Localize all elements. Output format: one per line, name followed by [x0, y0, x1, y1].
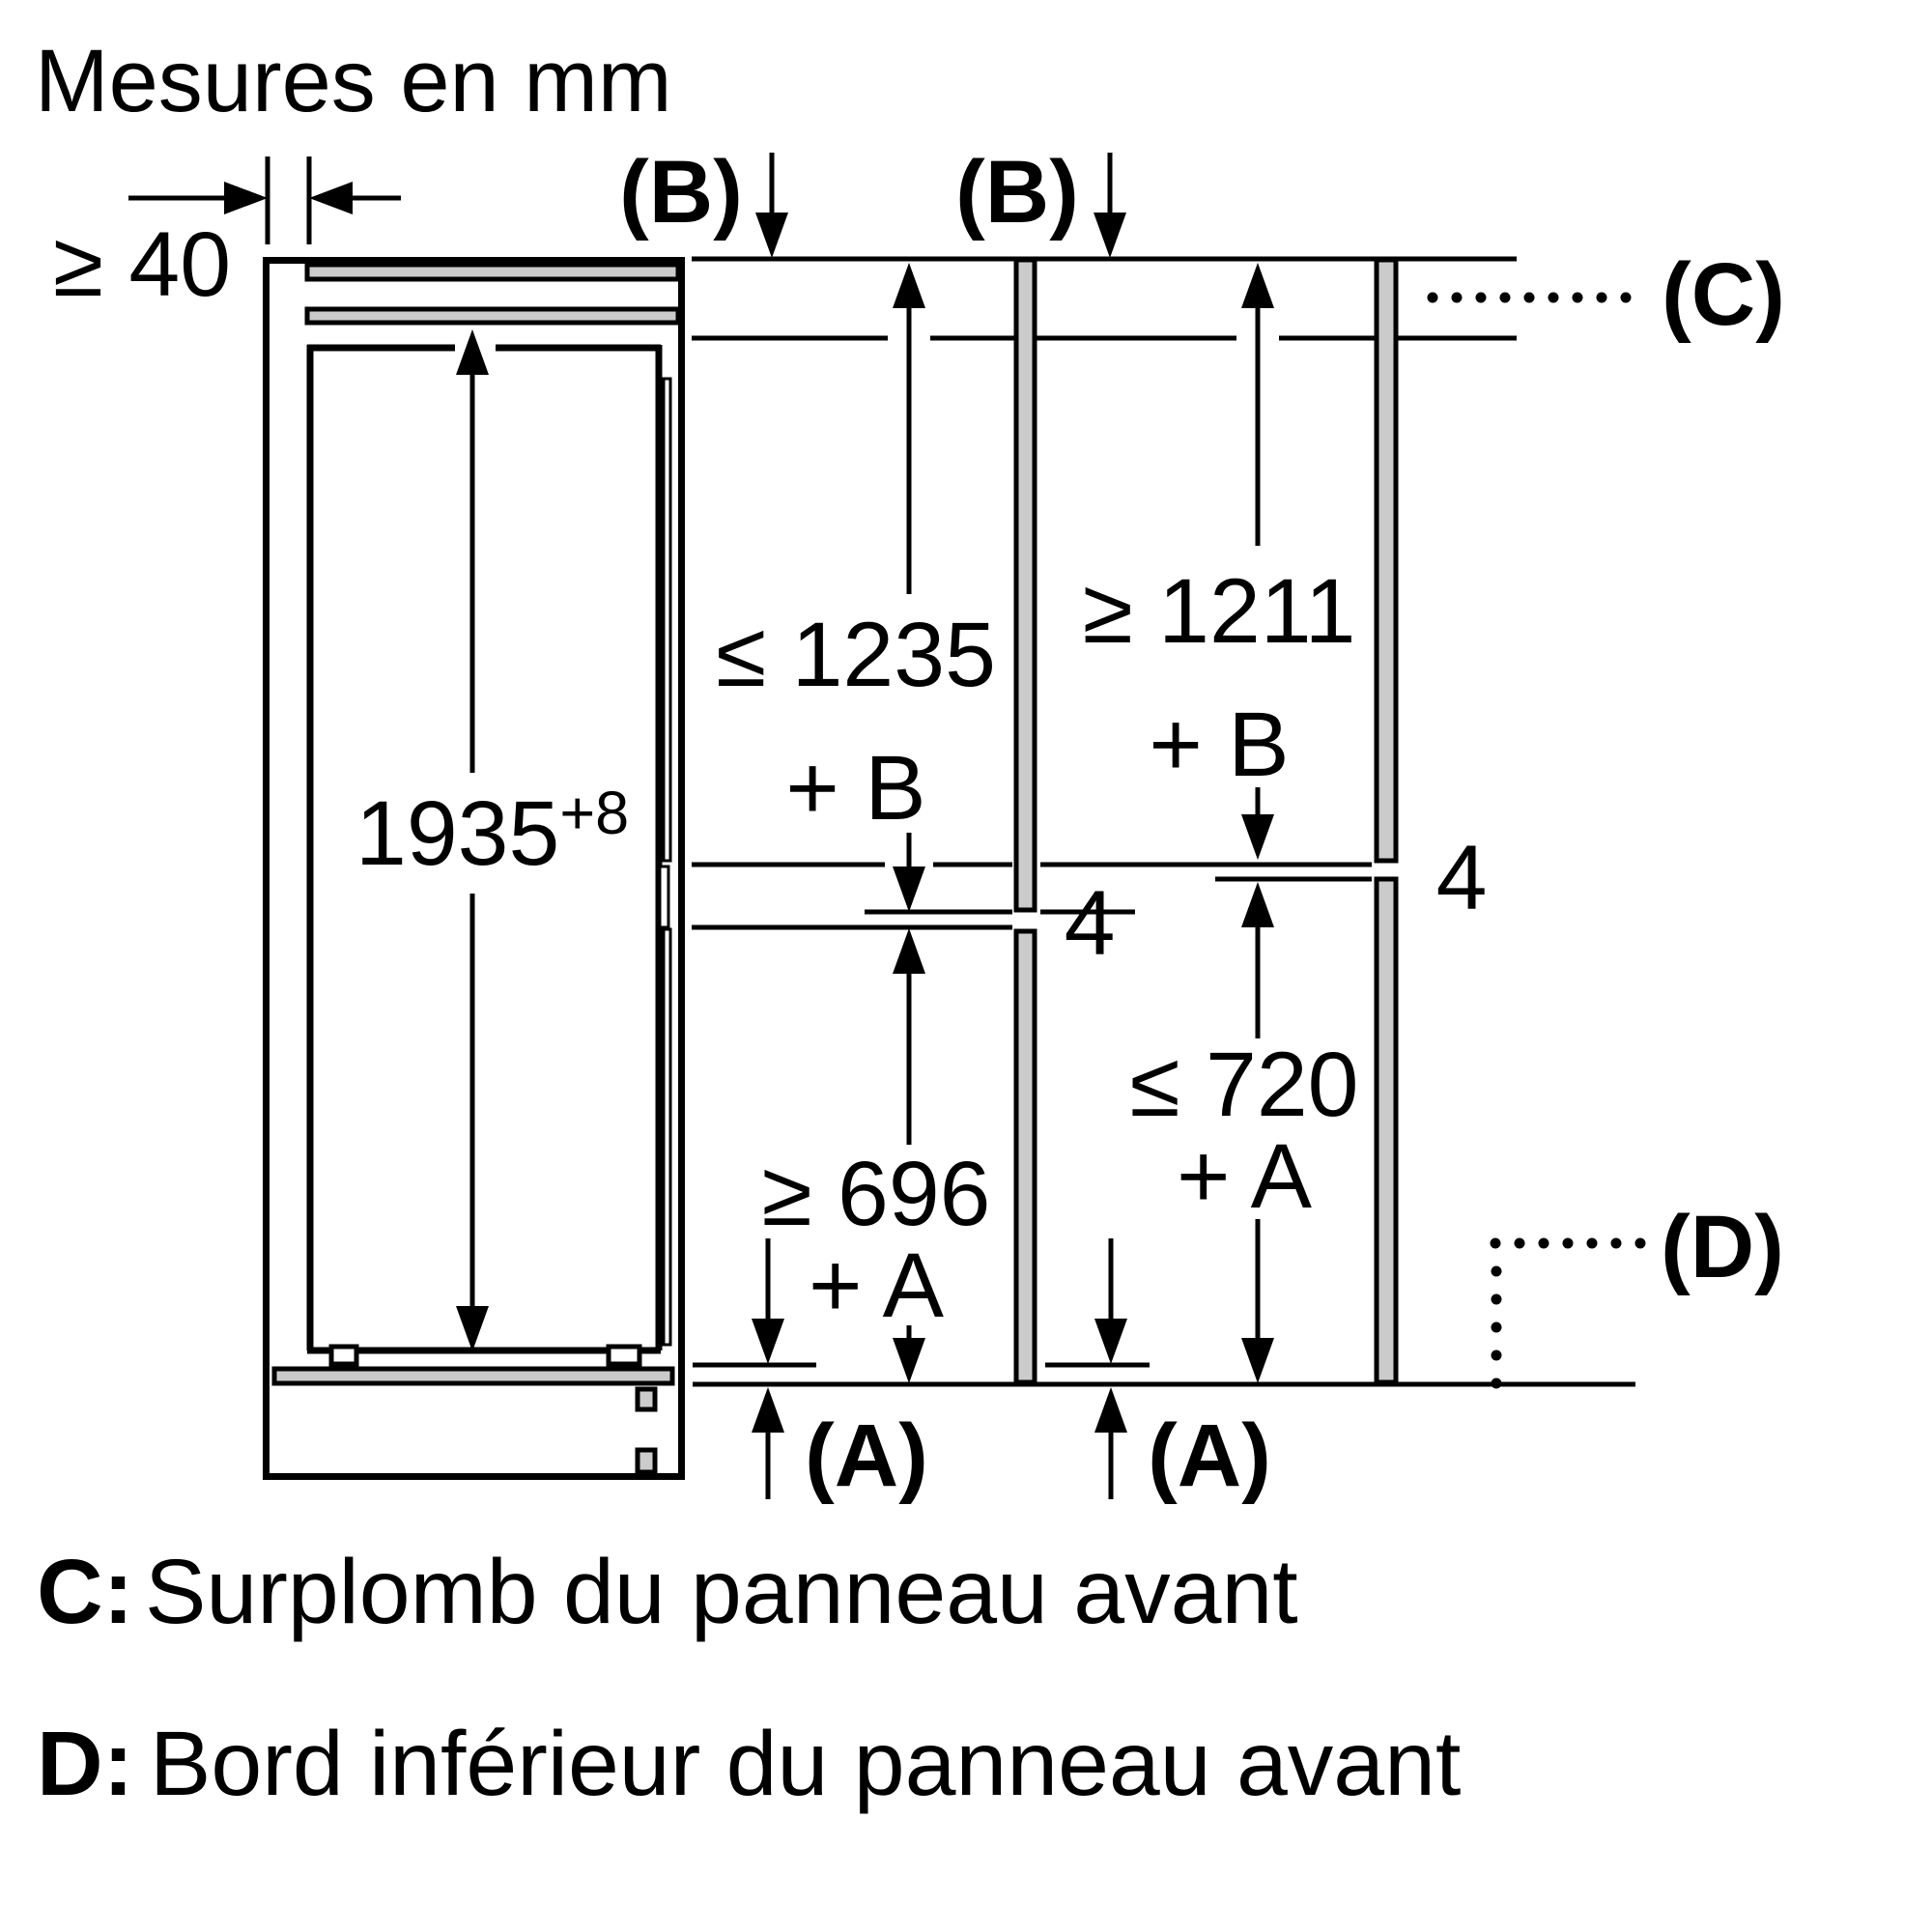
arrow-up-icon: [1094, 1387, 1127, 1433]
arrow-down-icon: [1241, 1338, 1274, 1383]
appliance-foot-right: [606, 1344, 642, 1367]
panel-gap-right-label: 4: [1436, 827, 1488, 929]
diagram-title: Mesures en mm: [35, 32, 672, 130]
adjusting-foot-lower: [635, 1447, 658, 1475]
dimension-value: + B: [1149, 694, 1289, 796]
dimension-value: + A: [1177, 1125, 1313, 1228]
panel-gap-left-label: 4: [1065, 872, 1116, 975]
left-column-lower-dimension: ≥ 696 + A: [761, 928, 991, 1383]
d-label: (D): [1661, 1198, 1784, 1296]
arrow-up-icon: [1241, 882, 1274, 927]
plinth-strip: [271, 1366, 675, 1386]
door-strip-joint: [658, 865, 670, 929]
c-label: (C): [1662, 245, 1785, 344]
niche-height-label: 1935+8: [355, 780, 629, 885]
dimension-value: ≤ 1235: [716, 604, 996, 706]
arrow-down-icon: [1094, 1319, 1127, 1364]
b-left-label: (B): [619, 143, 743, 242]
b-right-label: (B): [955, 143, 1079, 242]
legend-line-d: D:Bord inférieur du panneau avant: [37, 1713, 1461, 1815]
door-strip-lower: [662, 927, 672, 1347]
legend: C:Surplomb du panneau avant D:Bord infér…: [37, 1541, 1461, 1815]
dotted-line-horizontal: [1427, 292, 1632, 303]
dimension-value: ≥ 1211: [1083, 560, 1356, 663]
arrow-up-icon: [893, 928, 925, 974]
dimension-value: ≥ 696: [761, 1143, 990, 1245]
dotted-line-vertical: [1491, 1265, 1502, 1389]
a-left-arrows: (A): [752, 1238, 928, 1505]
arrow-up-icon: [1241, 263, 1274, 308]
adjusting-foot-upper: [635, 1386, 658, 1412]
legend-text: Surplomb du panneau avant: [145, 1541, 1298, 1643]
dimension-value: + B: [785, 737, 925, 839]
a-right-label: (A): [1148, 1406, 1271, 1505]
niche-height-dimension: 1935+8: [355, 329, 629, 1351]
left-column-upper-dimension: ≤ 1235 + B: [716, 263, 996, 912]
front-panel-right-lower: [1374, 876, 1399, 1385]
arrow-down-icon: [752, 1319, 784, 1364]
legend-text: Bord inférieur du panneau avant: [150, 1713, 1461, 1815]
right-column-lower-dimension: ≤ 720 + A: [1129, 882, 1359, 1383]
legend-key: C:: [37, 1541, 133, 1643]
front-panel-left-upper: [1013, 257, 1037, 913]
b-top-arrows: (B) (B): [619, 143, 1126, 258]
front-panel-right-upper: [1374, 257, 1399, 864]
niche-height-tolerance: +8: [559, 780, 629, 847]
arrow-down-icon: [755, 213, 788, 258]
bottom-reference-lines: [693, 1362, 1635, 1387]
arrow-down-icon: [1241, 814, 1274, 860]
dimension-value: ≤ 720: [1129, 1034, 1358, 1136]
front-panels: [1013, 257, 1399, 1385]
arrow-up-icon: [893, 263, 925, 308]
door-strip-upper: [662, 377, 672, 863]
legend-line-c: C:Surplomb du panneau avant: [37, 1541, 1298, 1643]
front-panel-left-lower: [1013, 928, 1037, 1385]
wall-clearance-dimension: ≥ 40: [53, 156, 401, 316]
top-panel-strip-2: [304, 306, 681, 326]
split-reference-lines: [692, 862, 1372, 930]
cabinet: [263, 257, 685, 1480]
arrow-right-icon: [224, 182, 268, 214]
c-reference: (C): [1427, 245, 1785, 344]
legend-key: D:: [37, 1713, 133, 1815]
arrow-up-icon: [456, 329, 489, 375]
wall-clearance-label: ≥ 40: [53, 213, 231, 316]
arrow-up-icon: [752, 1387, 784, 1433]
d-reference: (D): [1490, 1198, 1784, 1389]
top-panel-strip-1: [304, 262, 681, 282]
niche-height-value: 1935: [355, 782, 559, 885]
dimension-value: + A: [809, 1235, 945, 1337]
arrow-down-icon: [893, 1338, 925, 1383]
cabinet-outline: [263, 257, 685, 1480]
arrow-down-icon: [893, 867, 925, 912]
right-column-upper-dimension: ≥ 1211 + B: [1083, 263, 1356, 860]
a-left-label: (A): [805, 1406, 928, 1505]
dotted-line-horizontal: [1490, 1237, 1646, 1249]
appliance-foot-left: [328, 1344, 359, 1367]
arrow-left-icon: [309, 182, 353, 214]
arrow-down-icon: [456, 1306, 489, 1351]
a-right-arrows: (A): [1094, 1238, 1271, 1505]
arrow-down-icon: [1094, 213, 1126, 258]
